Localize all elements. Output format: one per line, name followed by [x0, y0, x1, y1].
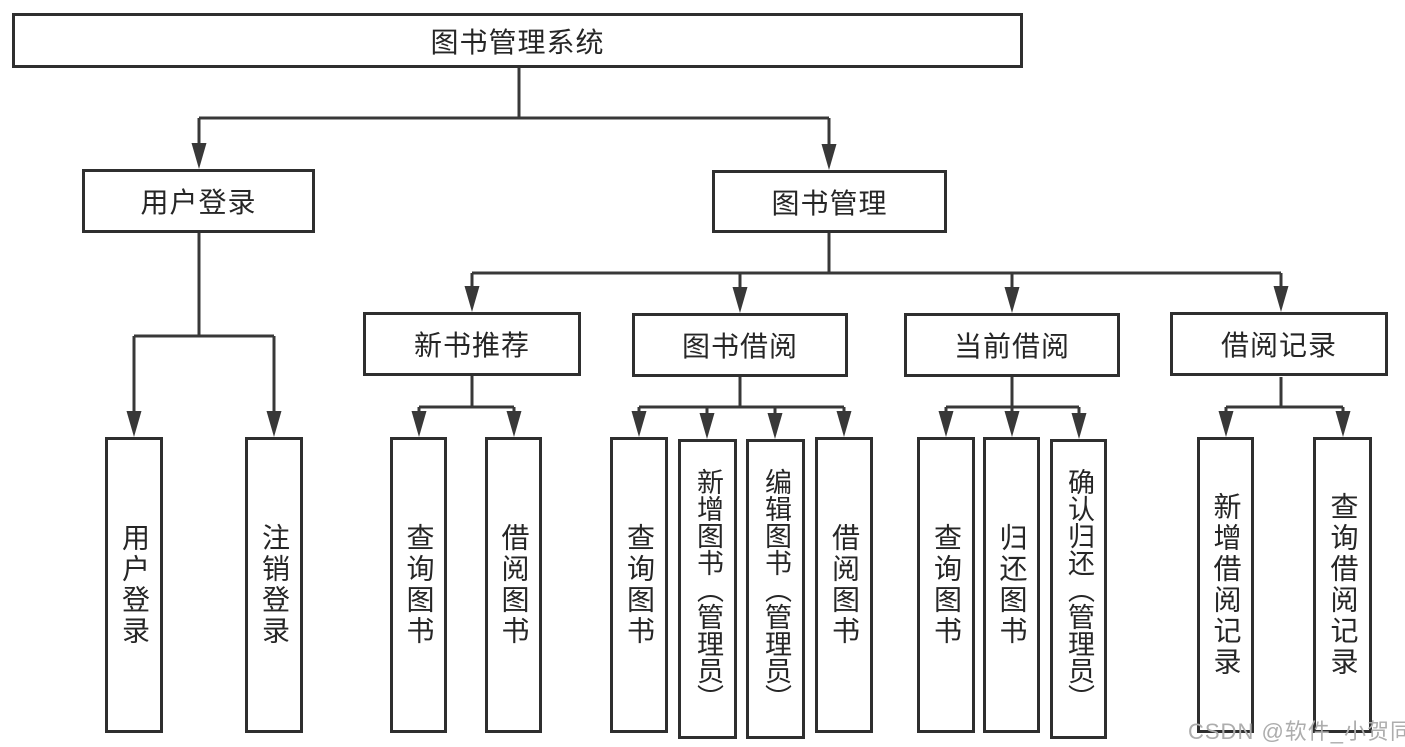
connector-user-login-children — [132, 233, 276, 412]
node-label: 图书借阅 — [681, 331, 798, 362]
node-current-borrow: 当前借阅 — [904, 313, 1120, 377]
arrow-icon — [191, 143, 207, 169]
arrow-icon — [1071, 413, 1087, 439]
node-label: 用户登录 — [140, 187, 257, 218]
arrow-icon — [1273, 286, 1289, 312]
leaf-logout: 注销登录 — [245, 437, 303, 733]
connector-borrow-record-children — [1224, 377, 1345, 412]
arrow-icon — [732, 287, 748, 313]
node-book-borrow: 图书借阅 — [632, 313, 848, 377]
leaf-confirm-return-admin: 确认归还（管理员） — [1050, 439, 1107, 739]
node-label: 新增借阅记录 — [1210, 492, 1242, 678]
node-root: 图书管理系统 — [12, 13, 1023, 68]
leaf-query-books-current: 查询图书 — [917, 437, 975, 733]
node-label: 注销登录 — [259, 523, 290, 647]
leaf-add-borrow-record: 新增借阅记录 — [1197, 437, 1254, 733]
node-label: 新增图书（管理员） — [693, 467, 723, 711]
leaf-query-books-recommend: 查询图书 — [390, 437, 447, 733]
leaf-borrow-books-recommend: 借阅图书 — [485, 437, 542, 733]
arrow-icon — [1004, 287, 1020, 313]
arrow-icon — [1335, 411, 1351, 437]
connector-book-borrow-children — [637, 377, 846, 414]
connector-root-to-level2 — [197, 68, 831, 145]
node-label: 查询图书 — [624, 523, 655, 647]
leaf-query-borrow-record: 查询借阅记录 — [1313, 437, 1372, 733]
node-label: 编辑图书（管理员） — [761, 467, 791, 711]
leaf-borrow-books: 借阅图书 — [815, 437, 873, 733]
arrow-icon — [821, 144, 837, 170]
arrow-icon — [699, 413, 715, 439]
arrow-icon — [938, 411, 954, 437]
leaf-user-login: 用户登录 — [105, 437, 163, 733]
node-book-management: 图书管理 — [712, 170, 947, 233]
arrow-icon — [411, 411, 427, 437]
node-label: 归还图书 — [996, 523, 1028, 647]
leaf-return-books: 归还图书 — [983, 437, 1040, 733]
leaf-query-books-borrow: 查询图书 — [610, 437, 668, 733]
arrow-heads — [126, 143, 1351, 439]
node-label: 借阅图书 — [829, 523, 860, 647]
node-label: 确认归还（管理员） — [1064, 467, 1094, 711]
arrow-icon — [266, 411, 282, 437]
node-label: 新书推荐 — [413, 330, 530, 361]
arrow-icon — [631, 411, 647, 437]
connector-current-borrow-children — [944, 377, 1081, 414]
arrow-icon — [836, 411, 852, 437]
node-label: 查询图书 — [403, 523, 435, 647]
node-label: 图书管理 — [771, 187, 888, 219]
arrow-icon — [1004, 411, 1020, 437]
node-label: 图书管理系统 — [430, 26, 605, 58]
node-label: 用户登录 — [119, 523, 150, 647]
node-label: 借阅图书 — [498, 523, 530, 647]
leaf-edit-book-admin: 编辑图书（管理员） — [746, 439, 805, 739]
arrow-icon — [506, 411, 522, 437]
node-label: 查询图书 — [931, 523, 962, 647]
connector-new-book-children — [417, 376, 516, 412]
leaf-add-book-admin: 新增图书（管理员） — [678, 439, 737, 739]
node-label: 当前借阅 — [953, 331, 1070, 362]
node-user-login: 用户登录 — [82, 169, 315, 233]
arrow-icon — [464, 286, 480, 312]
node-new-book-recommend: 新书推荐 — [363, 312, 581, 376]
arrow-icon — [126, 411, 142, 437]
arrow-icon — [767, 413, 783, 439]
connector-paths — [132, 68, 1345, 414]
node-label: 查询借阅记录 — [1327, 492, 1359, 678]
node-borrow-records: 借阅记录 — [1170, 312, 1388, 376]
connector-book-management-to-level3 — [470, 233, 1283, 288]
arrow-icon — [1218, 411, 1234, 437]
node-label: 借阅记录 — [1220, 330, 1337, 361]
